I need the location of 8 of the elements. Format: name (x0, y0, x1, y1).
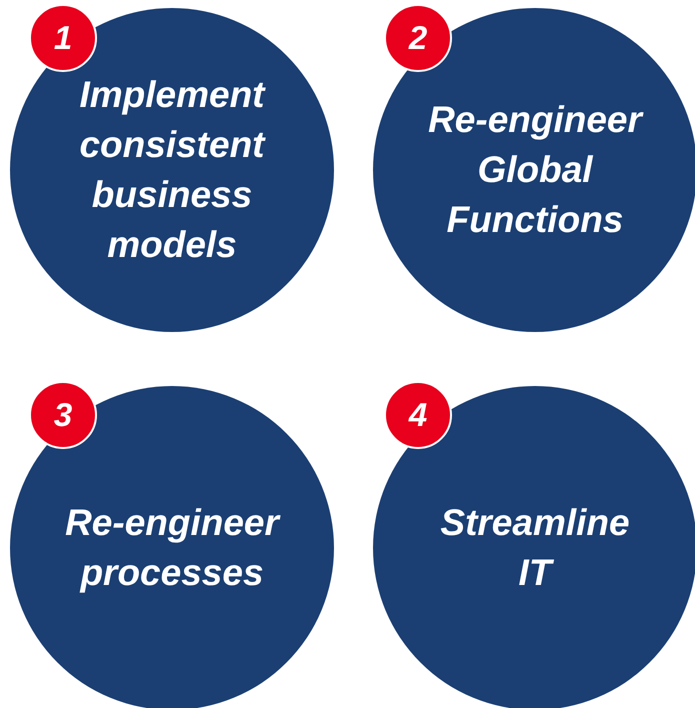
badge-number: 4 (408, 396, 428, 434)
circle-label: Implement consistent business models (78, 73, 267, 267)
circle-label: Streamline IT (439, 501, 631, 595)
circle-label: Re-engineer Global Functions (427, 98, 644, 242)
badge-number: 3 (54, 396, 72, 434)
badge-number: 1 (54, 19, 72, 57)
badge-number: 2 (408, 19, 428, 57)
circle-label: Re-engineer processes (64, 501, 282, 595)
